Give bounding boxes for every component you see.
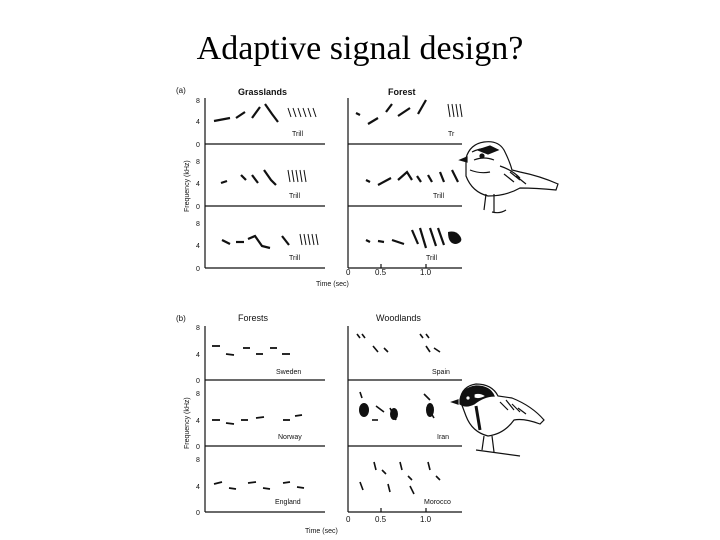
- panel-b-left-header: Forests: [238, 313, 269, 323]
- panel-b-right-sonograms: [356, 333, 441, 495]
- a-xtick-10: 1.0: [420, 268, 432, 277]
- b-r1-ytick-4: 4: [196, 352, 200, 359]
- bunting-bird-illustration: [458, 141, 559, 214]
- panel-a-label: (a): [176, 86, 186, 95]
- b-right-row3-label: Morocco: [424, 499, 451, 506]
- b-left-row1-label: Sweden: [276, 369, 301, 376]
- panel-a-left-axes: [204, 98, 325, 269]
- a-r1-ytick-8: 8: [196, 98, 200, 105]
- b-right-row2-label: Iran: [437, 434, 449, 441]
- a-r1-ytick-4: 4: [196, 119, 200, 126]
- b-r2-ytick-8: 8: [196, 391, 200, 398]
- panel-b-x-axis-label: Time (sec): [305, 528, 338, 535]
- a-r3-ytick-4: 4: [196, 243, 200, 250]
- a-xtick-0: 0: [346, 268, 351, 277]
- slide-title: Adaptive signal design?: [196, 30, 524, 67]
- b-r3-ytick-0: 0: [196, 510, 200, 517]
- a-right-row1-label: Tr: [448, 131, 455, 138]
- tit-bird-illustration: [450, 383, 545, 457]
- b-left-row3-label: England: [275, 499, 301, 506]
- a-xtick-05: 0.5: [375, 268, 387, 277]
- panel-a-right-sonograms: [355, 99, 463, 249]
- a-r2-ytick-4: 4: [196, 181, 200, 188]
- a-r3-ytick-8: 8: [196, 221, 200, 228]
- b-right-row1-label: Spain: [432, 369, 450, 376]
- panel-b-label: (b): [176, 314, 186, 323]
- panel-a-right-axes: [347, 98, 462, 269]
- a-right-row3-label: Trill: [426, 255, 437, 262]
- panel-b-right-header: Woodlands: [376, 313, 421, 323]
- b-r1-ytick-0: 0: [196, 378, 200, 385]
- panel-a-right-header: Forest: [388, 87, 416, 97]
- a-r3-ytick-0: 0: [196, 266, 200, 273]
- b-xtick-0: 0: [346, 515, 351, 524]
- b-left-row2-label: Norway: [278, 434, 302, 441]
- panel-b-left-axes: [204, 326, 325, 513]
- a-left-row1-label: Trill: [292, 131, 303, 138]
- a-left-row2-label: Trill: [289, 193, 300, 200]
- b-xtick-05: 0.5: [375, 515, 387, 524]
- a-r2-ytick-0: 0: [196, 204, 200, 211]
- panel-b-left-sonograms: [212, 345, 305, 490]
- a-right-row2-label: Trill: [433, 193, 444, 200]
- panel-b-dark-blobs: [359, 403, 434, 420]
- a-r2-ytick-8: 8: [196, 159, 200, 166]
- b-r2-ytick-4: 4: [196, 418, 200, 425]
- b-r2-ytick-0: 0: [196, 444, 200, 451]
- panel-a-x-axis-label: Time (sec): [316, 281, 349, 288]
- panel-a-left-sonograms: [213, 103, 319, 250]
- panel-b-y-axis-label: Frequency (kHz): [184, 397, 191, 449]
- panel-a-y-axis-label: Frequency (kHz): [184, 160, 191, 212]
- b-r3-ytick-4: 4: [196, 484, 200, 491]
- panel-a-left-header: Grasslands: [238, 87, 287, 97]
- a-r1-ytick-0: 0: [196, 142, 200, 149]
- panel-a-dark-blob: [448, 231, 462, 244]
- b-xtick-10: 1.0: [420, 515, 432, 524]
- b-r1-ytick-8: 8: [196, 325, 200, 332]
- b-r3-ytick-8: 8: [196, 457, 200, 464]
- a-left-row3-label: Trill: [289, 255, 300, 262]
- panel-b-right-axes: [347, 326, 462, 513]
